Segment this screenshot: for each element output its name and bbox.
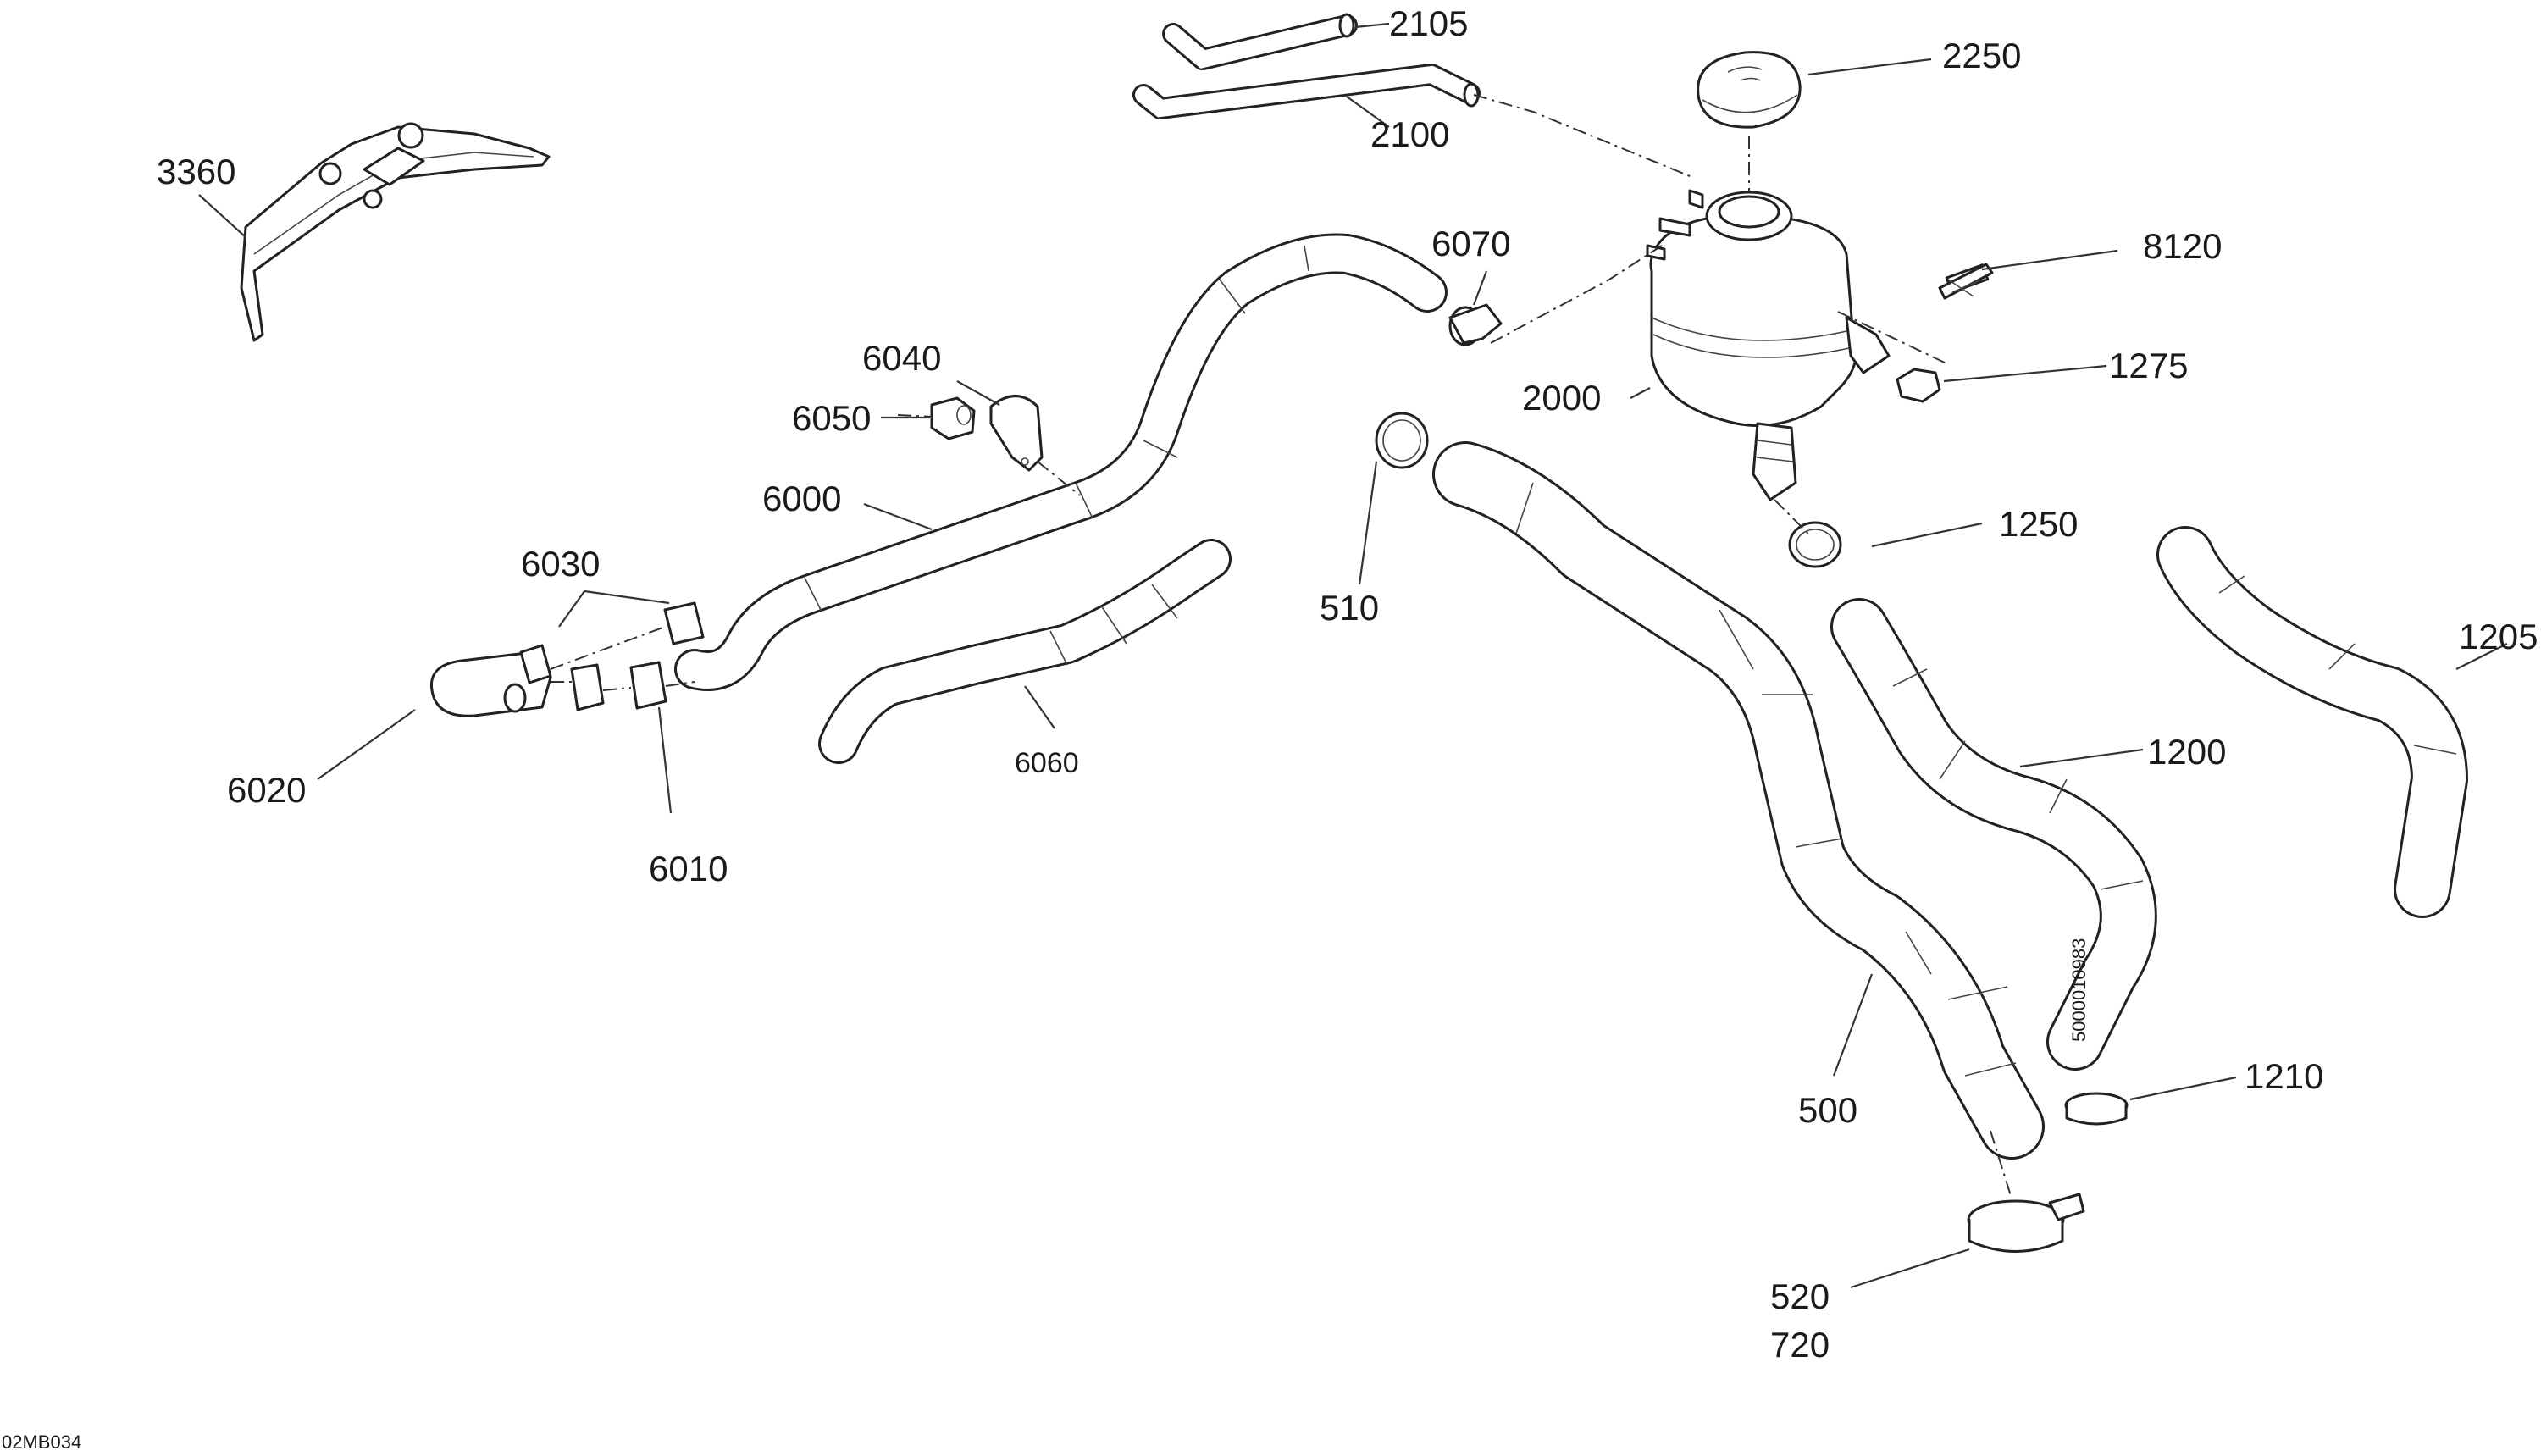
callout-500: 500 (1798, 1090, 1857, 1130)
part-6060-hose (818, 539, 1232, 764)
part-520-clamp (1967, 1193, 2085, 1253)
part-1205-hose (2156, 526, 2468, 918)
part-500-hose (1432, 441, 2045, 1160)
alignment-lines (550, 94, 2012, 1199)
callout-6070: 6070 (1431, 224, 1510, 263)
part-2000-expansion-tank (1646, 189, 1891, 501)
callout-6040: 6040 (862, 338, 941, 378)
part-6000-hose (674, 233, 1448, 691)
callout-6020: 6020 (227, 770, 306, 810)
part-2100-tube (1132, 64, 1481, 119)
part-2250-cap (1697, 51, 1802, 129)
part-3360-bracket (240, 122, 551, 342)
callout-6030: 6030 (521, 544, 600, 584)
callout-8120: 8120 (2143, 226, 2222, 266)
part-6040-clip (989, 395, 1044, 472)
callout-6060: 6060 (1015, 747, 1079, 779)
part-6030-clamp (663, 601, 705, 645)
part-6020-elbow (429, 644, 552, 717)
callout-6050: 6050 (792, 398, 871, 438)
part-6050-spacer (930, 396, 976, 440)
callout-2100: 2100 (1370, 114, 1449, 154)
callout-1250: 1250 (1999, 504, 2078, 544)
callout-3360: 3360 (157, 152, 235, 191)
part-1250-clamp (1788, 521, 1842, 568)
part-6070-clamp (1448, 303, 1503, 346)
part-510-clamp (1375, 412, 1429, 469)
callout-6010: 6010 (649, 849, 728, 889)
callout-1210: 1210 (2245, 1056, 2323, 1096)
part-1200-hose (1830, 598, 2157, 1071)
part-2105-tube (1162, 13, 1358, 70)
callout-1205: 1205 (2459, 617, 2538, 656)
callout-1275: 1275 (2109, 346, 2188, 385)
part-1210-clamp (2064, 1092, 2129, 1126)
callout-labels: 2105 2250 2100 3360 6070 8120 6040 6050 … (157, 3, 2538, 1365)
part-1275-nut (1896, 368, 1941, 403)
callout-1200: 1200 (2147, 732, 2226, 772)
callout-6000: 6000 (762, 479, 841, 518)
callout-720: 720 (1770, 1325, 1830, 1365)
hose-marking: 5000010983 (2068, 938, 2090, 1042)
leader-lines (198, 22, 2508, 1289)
callout-2000: 2000 (1522, 378, 1601, 418)
callout-510: 510 (1320, 588, 1379, 628)
part-6010-clamps (570, 661, 667, 711)
callout-2105: 2105 (1389, 3, 1468, 43)
callout-520: 520 (1770, 1276, 1830, 1316)
callout-2250: 2250 (1942, 36, 2021, 75)
part-8120-screw (1938, 263, 1994, 300)
figure-code: 02MB034 (2, 1431, 81, 1453)
